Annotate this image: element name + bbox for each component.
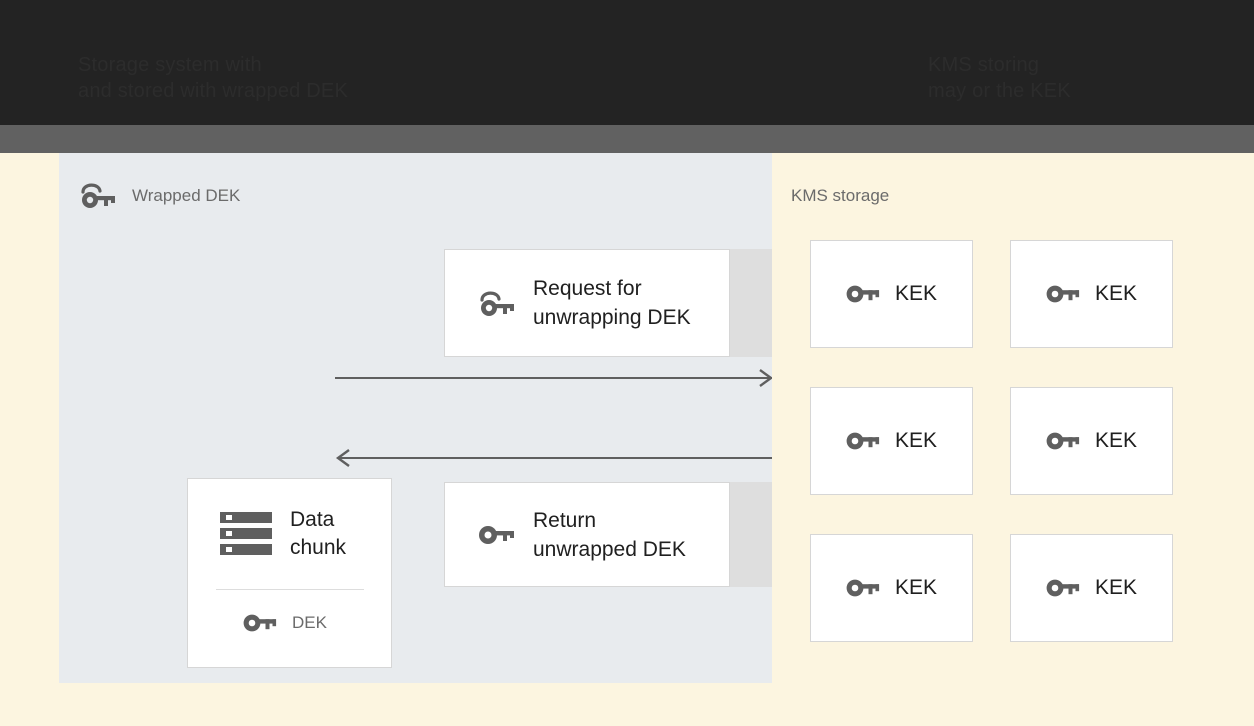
- kek-label: KEK: [1094, 282, 1138, 305]
- arrow-to-kms-head: [754, 367, 776, 389]
- key-icon: [243, 612, 277, 634]
- arrow-to-kms-line: [335, 377, 772, 379]
- key-icon: [846, 430, 880, 452]
- kek-label: KEK: [894, 576, 938, 599]
- kms-panel-label: KMS storage: [791, 186, 890, 205]
- key-icon: [846, 283, 880, 305]
- key-icon: [1046, 577, 1080, 599]
- dek-row: DEK: [243, 612, 327, 634]
- data-chunk-header-row: Data chunk: [218, 506, 346, 562]
- header-dark-band: Storage system with and stored with wrap…: [0, 0, 1254, 125]
- kek-card[interactable]: KEK: [810, 534, 973, 642]
- request-unwrap-card[interactable]: Request for unwrapping DEK: [444, 249, 730, 357]
- return-card-text: Return unwrapped DEK: [533, 508, 686, 561]
- card-divider: [216, 589, 364, 590]
- arrow-from-kms-line: [338, 457, 772, 459]
- key-icon: [1046, 430, 1080, 452]
- client-panel-label: Wrapped DEK: [132, 186, 241, 205]
- kek-label: KEK: [1094, 429, 1138, 452]
- header-grey-band-gap: [0, 125, 62, 153]
- kek-card[interactable]: KEK: [1010, 240, 1173, 348]
- header-title-right: KMS storing may or the KEK: [928, 54, 1071, 102]
- kek-label: KEK: [894, 429, 938, 452]
- storage-icon: [218, 509, 274, 559]
- wrapped-key-icon: [478, 287, 516, 319]
- data-chunk-card[interactable]: Data chunk DEK: [187, 478, 392, 668]
- arrow-from-kms-head: [333, 447, 355, 469]
- kek-card[interactable]: KEK: [1010, 534, 1173, 642]
- client-storage-panel: Wrapped DEK Data chunk: [59, 153, 774, 683]
- key-icon: [1046, 283, 1080, 305]
- return-unwrapped-card[interactable]: Return unwrapped DEK: [444, 482, 730, 587]
- kek-card[interactable]: KEK: [1010, 387, 1173, 495]
- key-icon: [478, 523, 516, 547]
- request-card-tail: [730, 249, 772, 357]
- wrapped-key-icon: [79, 180, 117, 210]
- kek-label: KEK: [894, 282, 938, 305]
- request-card-content: Request for unwrapping DEK: [478, 250, 691, 356]
- kek-card[interactable]: KEK: [810, 387, 973, 495]
- kek-label: KEK: [1094, 576, 1138, 599]
- key-icon: [846, 577, 880, 599]
- header-title-left: Storage system with and stored with wrap…: [78, 54, 348, 102]
- header-grey-band: [62, 125, 1254, 153]
- return-card-content: Return unwrapped DEK: [478, 483, 686, 586]
- request-card-text: Request for unwrapping DEK: [533, 277, 691, 329]
- dek-label: DEK: [292, 613, 327, 632]
- kek-card-grid: KEK KEK: [810, 240, 1173, 642]
- kek-card[interactable]: KEK: [810, 240, 973, 348]
- kms-storage-panel: KMS storage KEK: [772, 153, 1254, 683]
- data-chunk-title: Data chunk: [290, 508, 347, 559]
- return-card-tail: [730, 482, 772, 587]
